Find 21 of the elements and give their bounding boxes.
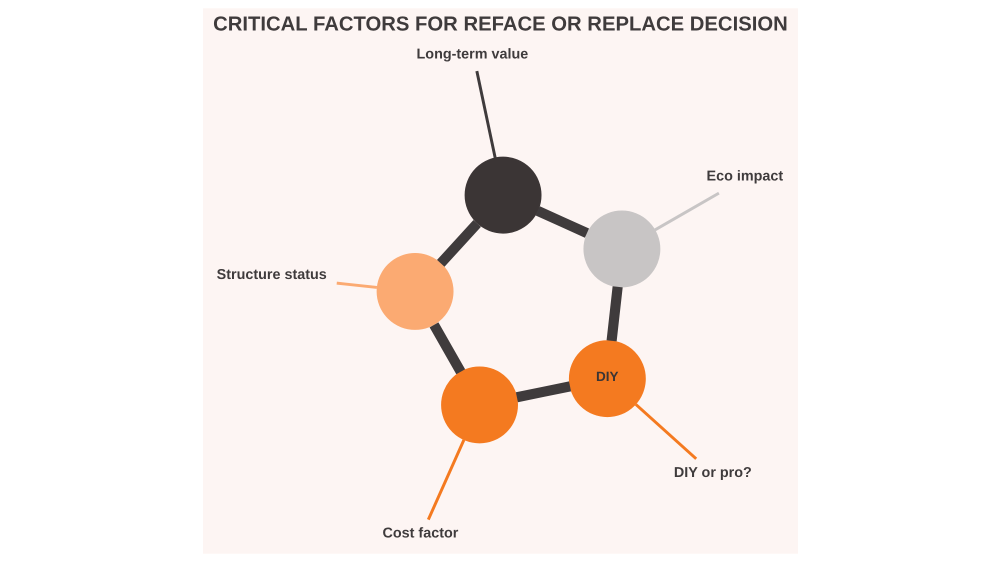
connector [474,70,496,158]
diagram-title: CRITICAL FACTORS FOR REFACE OR REPLACE DECISION [212,13,788,36]
connector [336,282,377,289]
node-circle [440,366,518,444]
node-text: Cost factor [382,526,458,542]
node-circle [464,156,542,234]
node-text: Eco impact [706,168,783,184]
connector [436,220,480,267]
connector [606,286,622,342]
connector [426,439,465,520]
node-text: Structure status [216,267,326,284]
node-circle: DIY [568,340,646,418]
node-circle [582,210,660,288]
node-text: Long-term value [416,46,528,62]
node-circle [376,253,454,330]
node-text: DIY or pro? [673,464,752,481]
connector [634,403,697,460]
connector [654,192,720,232]
connector [535,206,589,238]
connector [429,322,465,374]
connector [515,381,571,402]
